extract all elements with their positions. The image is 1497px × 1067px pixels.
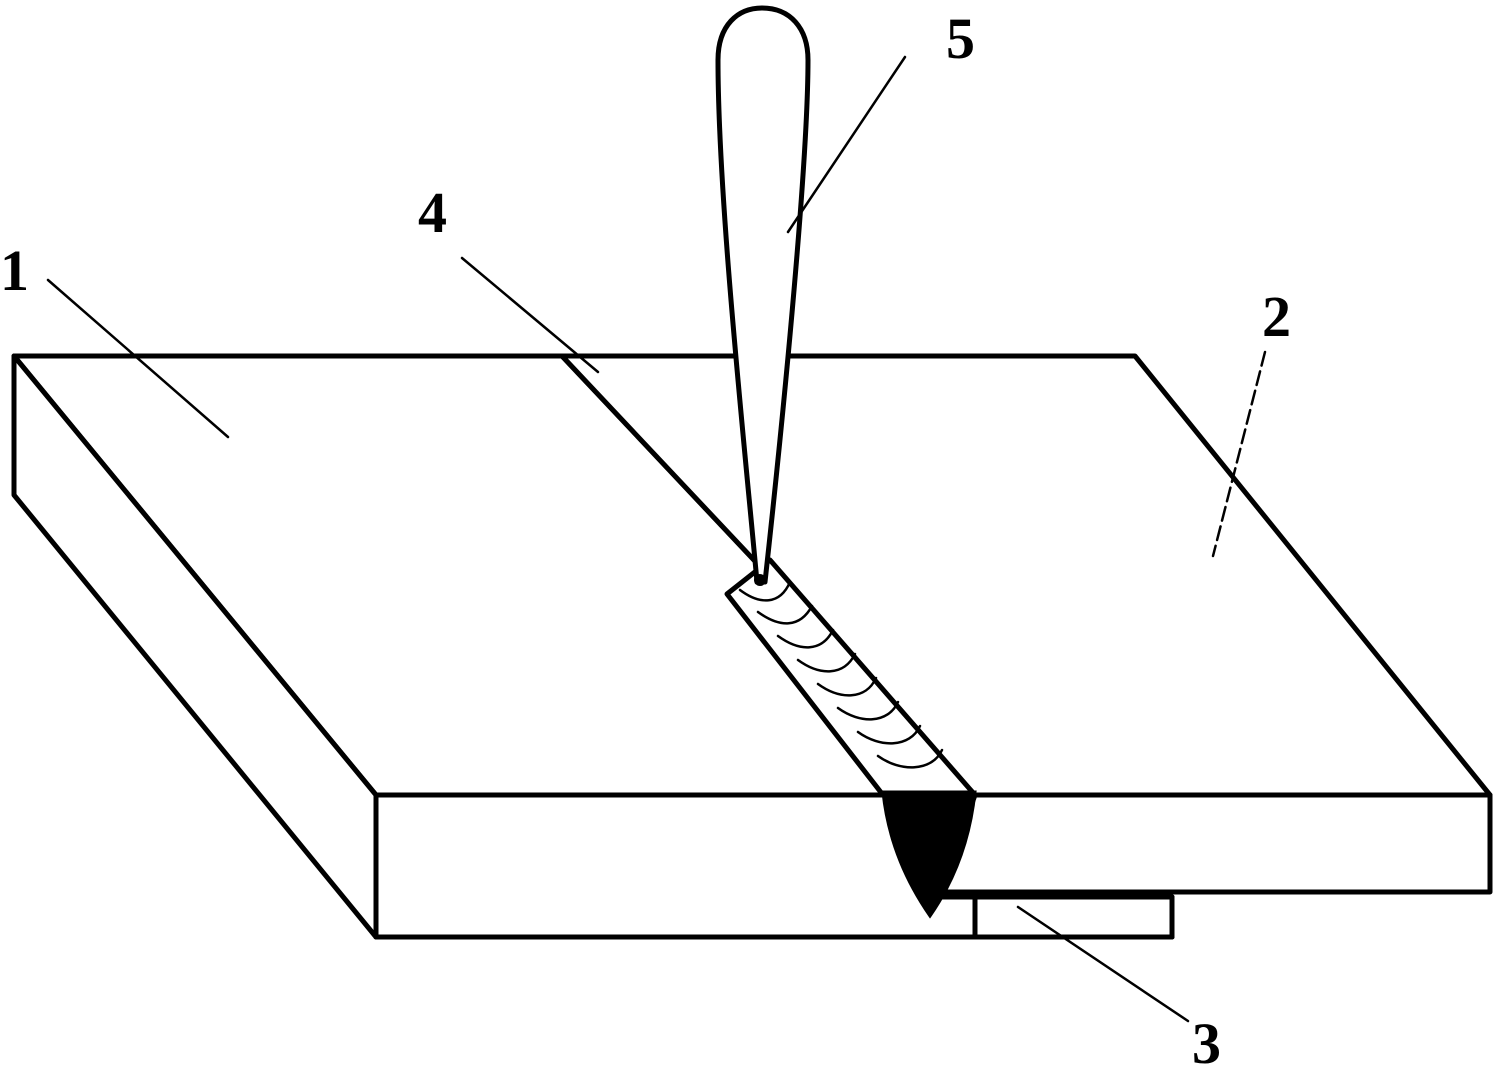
weld-root [881, 790, 977, 919]
leader-line-3 [1016, 905, 1190, 1023]
leader-line-1 [46, 278, 230, 439]
leader-line-4 [460, 256, 600, 374]
label-4: 4 [418, 180, 447, 245]
leader-line-2 [1211, 350, 1267, 558]
label-3: 3 [1192, 1011, 1221, 1067]
label-2: 2 [1262, 284, 1291, 349]
left-plate-front-edge [373, 894, 1175, 940]
label-1: 1 [0, 238, 29, 303]
left-plate [11, 353, 978, 940]
welding-torch [715, 5, 811, 586]
leader-line-5 [786, 55, 907, 234]
labels: 1 2 3 4 5 [0, 6, 1291, 1067]
label-5: 5 [946, 6, 975, 71]
leader-lines [46, 55, 1267, 1023]
